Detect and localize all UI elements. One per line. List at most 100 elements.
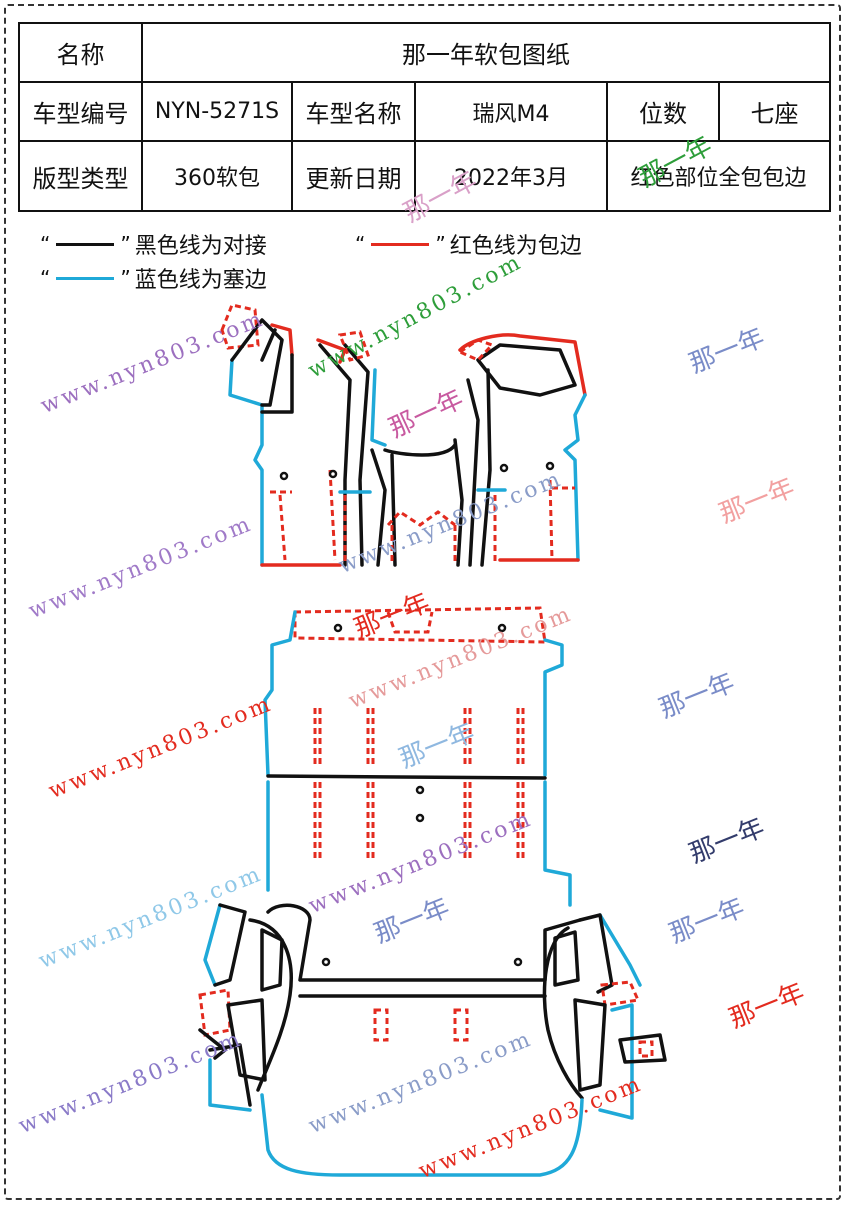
legend-red-swatch <box>371 242 430 246</box>
left-tunnel-inner <box>343 343 370 567</box>
front-left-blue-edge <box>228 358 264 567</box>
front-right-cap <box>456 338 495 362</box>
quote-open: “ <box>40 232 51 256</box>
front-right-pedal-panel <box>476 343 577 397</box>
model-code-value: NYN-5271S <box>141 81 293 142</box>
console-left-line <box>370 448 387 567</box>
front-left-pedal-fold <box>260 328 277 362</box>
seat-slot-6 <box>366 782 375 860</box>
quote-open: “ <box>355 232 366 256</box>
front-right-dash-a <box>548 479 554 561</box>
model-name-label: 车型名称 <box>291 81 416 142</box>
legend-black: “ ” 黑色线为对接 <box>40 228 267 260</box>
update-date-label: 更新日期 <box>291 140 416 212</box>
seat-slot-1 <box>313 708 322 768</box>
seat-slot-5 <box>313 782 322 860</box>
front-left-inner-line <box>260 353 294 414</box>
second-row-top-notch <box>386 611 434 634</box>
console-top-arc <box>383 443 457 457</box>
layout-type-value: 360软包 <box>141 140 293 212</box>
legend-black-text: 黑色线为对接 <box>134 234 267 259</box>
console-bottom-dashed <box>386 510 456 527</box>
rear-left-blue-top <box>203 903 222 987</box>
legend-red-text: 红色线为包边 <box>449 234 582 259</box>
front-left-dash-b <box>328 469 337 561</box>
rear-left-blue-bottom <box>208 1058 252 1112</box>
console-right-line <box>453 438 464 567</box>
rear-right-latch-dashed <box>638 1040 654 1058</box>
third-row-hole <box>415 785 425 795</box>
rear-hole <box>513 957 523 967</box>
second-row-divider <box>266 774 547 780</box>
third-row-right-blue <box>543 780 572 907</box>
update-date-value: 2022年3月 <box>414 140 608 212</box>
name-label: 名称 <box>18 22 143 83</box>
spec-table: 名称 那一年软包图纸 车型编号 NYN-5271S 车型名称 瑞风M4 位数 七… <box>18 22 831 212</box>
model-code-label: 车型编号 <box>18 81 143 142</box>
seat-slot-2 <box>366 708 375 768</box>
seats-label: 位数 <box>606 81 720 142</box>
rear-right-red-dashed <box>600 980 641 1007</box>
layout-type-label: 版型类型 <box>18 140 143 212</box>
front-hole <box>545 461 555 471</box>
seat-slot-4 <box>516 708 525 768</box>
legend-blue: “ ” 蓝色线为塞边 <box>40 262 267 294</box>
rear-left-arch-curve <box>248 918 293 1092</box>
second-row-hole <box>497 623 507 633</box>
front-left-corner-dashed <box>220 303 260 350</box>
rear-left-arch-outer <box>213 903 247 987</box>
seat-slot-8 <box>516 782 525 860</box>
seats-value: 七座 <box>718 81 831 142</box>
legend-blue-swatch <box>56 276 115 280</box>
second-row-mat-group <box>263 606 564 780</box>
rear-center-frame <box>266 903 582 982</box>
rear-trunk-blue-edge <box>260 1093 584 1177</box>
rear-slot-right <box>453 1008 469 1042</box>
quote-close: ” <box>435 232 446 256</box>
rear-right-lower-panel <box>573 998 607 1092</box>
console-left-blue <box>370 368 387 447</box>
legend-black-swatch <box>56 242 115 246</box>
second-row-hole <box>333 623 343 633</box>
front-mat-group <box>220 303 587 567</box>
quote-close: ” <box>120 266 131 290</box>
rear-slot-left <box>373 1008 389 1042</box>
seat-slot-7 <box>463 782 472 860</box>
model-name-value: 瑞风M4 <box>414 81 608 142</box>
front-hole <box>279 471 289 481</box>
second-row-top-dashed <box>293 606 547 644</box>
front-hole <box>328 469 338 479</box>
rear-left-pocket <box>260 928 284 992</box>
front-right-blue-edge <box>563 393 587 562</box>
third-row-hole <box>415 813 425 823</box>
left-tunnel-outer <box>318 343 352 567</box>
legend-blue-text: 蓝色线为塞边 <box>134 268 267 293</box>
rear-left-lower-panel <box>226 998 267 1082</box>
rear-right-blue-top <box>598 913 642 987</box>
quote-close: ” <box>120 232 131 256</box>
front-left-dash-a <box>278 494 287 561</box>
rear-left-step <box>198 1028 227 1060</box>
rear-right-pocket <box>553 930 580 987</box>
front-hole <box>499 463 509 473</box>
right-tunnel-outer <box>466 378 480 567</box>
quote-open: “ <box>40 266 51 290</box>
second-row-left-blue <box>263 610 297 777</box>
name-value: 那一年软包图纸 <box>141 22 831 83</box>
front-right-top-red <box>458 333 587 397</box>
rear-left-red-dashed <box>198 988 232 1037</box>
rear-left-lower-line <box>208 1043 252 1107</box>
left-tunnel-cap <box>337 330 370 362</box>
second-row-right-blue <box>543 638 564 777</box>
legend-red: “ ” 红色线为包边 <box>355 228 582 260</box>
console-mid-line <box>390 453 397 567</box>
third-row-mat-group <box>266 780 572 907</box>
front-left-pedal-panel <box>230 318 284 407</box>
rear-mat-group <box>198 903 667 1177</box>
seat-slot-3 <box>463 708 472 768</box>
page-border <box>4 4 841 1200</box>
right-tunnel-inner <box>480 368 492 567</box>
rear-right-latch <box>618 1033 667 1064</box>
front-left-top-red <box>270 323 294 357</box>
